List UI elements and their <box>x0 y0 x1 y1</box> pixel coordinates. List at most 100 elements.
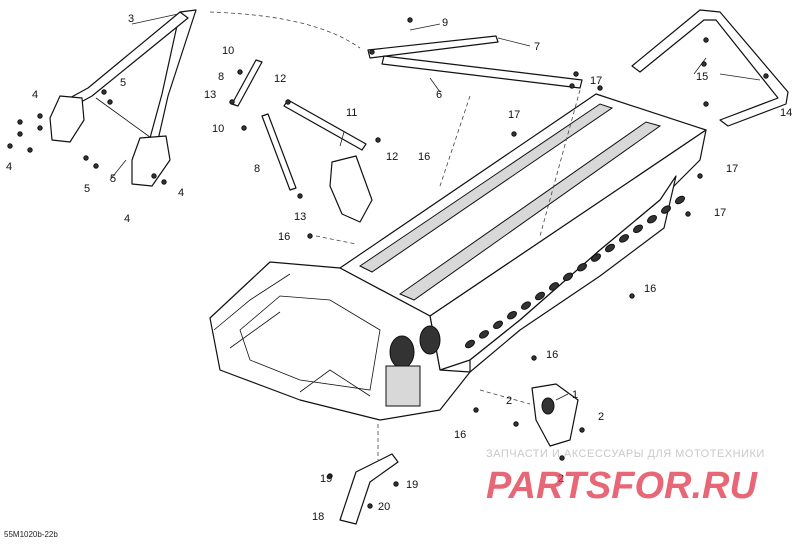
fastener <box>597 85 603 91</box>
leader-5 <box>109 159 127 181</box>
cooler-slot <box>535 291 545 301</box>
grab-handle-loop <box>631 9 789 127</box>
tunnel-lower-flange <box>469 175 677 373</box>
strut-part-6 <box>381 55 583 89</box>
watermark-logo: PARTSFOR.RU <box>486 465 758 506</box>
callout-17-d: 17 <box>714 207 726 219</box>
cooler-slot <box>591 253 601 262</box>
fastener <box>703 101 709 107</box>
fastener <box>511 131 517 137</box>
fastener <box>369 49 375 55</box>
callout-16-d: 16 <box>546 349 558 361</box>
callout-13-b: 13 <box>294 211 306 223</box>
cooler-slot <box>605 243 615 253</box>
callout-7: 7 <box>534 41 540 53</box>
bulkhead-opening-right <box>419 325 441 355</box>
callout-4-c: 4 <box>124 213 130 225</box>
callout-19-b: 19 <box>406 479 418 491</box>
fastener <box>37 113 43 119</box>
fastener <box>161 179 167 185</box>
callout-labels: 3 1 2 2 2 4 4 4 4 5 5 5 6 7 8 8 9 10 10 … <box>6 13 792 523</box>
callout-20: 20 <box>378 501 390 513</box>
callout-5-b: 5 <box>84 183 90 195</box>
right-mount-bracket <box>131 135 171 187</box>
leader-1 <box>555 393 569 401</box>
fastener <box>17 119 23 125</box>
fastener <box>17 131 23 137</box>
fastener <box>93 163 99 169</box>
fastener <box>697 173 703 179</box>
fastener <box>237 69 243 75</box>
leader-lines <box>109 13 761 401</box>
callout-11: 11 <box>346 107 357 119</box>
cooler-slot <box>675 195 685 205</box>
struts <box>231 35 583 191</box>
callout-16-c: 16 <box>644 283 656 295</box>
strut-part-8-lower <box>261 113 297 191</box>
cooler-slot <box>549 282 559 291</box>
fastener <box>367 503 373 509</box>
skid-plate <box>339 453 399 525</box>
fastener <box>629 293 635 299</box>
path-strut-to-tunnel <box>439 95 471 187</box>
bulkhead-opening-left <box>389 335 415 369</box>
callout-16-b: 16 <box>278 231 290 243</box>
center-mount-bracket <box>329 155 373 223</box>
fastener <box>393 481 399 487</box>
cooler-slot <box>479 330 489 339</box>
cooler-slot <box>507 310 517 320</box>
fastener <box>83 155 89 161</box>
callout-8-b: 8 <box>254 163 260 175</box>
fastener <box>229 99 235 105</box>
path-strut-to-mount <box>209 11 361 49</box>
cooler-slot <box>465 339 475 349</box>
rear-grab-handle <box>631 9 789 127</box>
left-mount-bracket <box>49 95 85 143</box>
callout-17-c: 17 <box>726 163 738 175</box>
callout-2-b: 2 <box>598 411 604 423</box>
fastener <box>285 99 291 105</box>
fastener <box>701 61 707 67</box>
leader-6 <box>429 77 441 93</box>
cooler-slot <box>661 205 671 214</box>
fastener <box>297 193 303 199</box>
leader-15 <box>693 57 761 81</box>
fastener <box>685 211 691 217</box>
callout-13-a: 13 <box>204 89 216 101</box>
leader-9 <box>409 23 441 31</box>
callout-17-a: 17 <box>590 75 602 87</box>
callout-10-a: 10 <box>222 45 234 57</box>
fastener <box>579 427 585 433</box>
bulkhead-vent-panel <box>385 365 421 407</box>
callout-10-b: 10 <box>212 123 224 135</box>
fastener <box>703 37 709 43</box>
strut-part-8-upper <box>231 59 263 107</box>
fastener <box>569 83 575 89</box>
cooler-slot <box>577 262 587 272</box>
cooler-slot <box>493 320 503 330</box>
fastener <box>151 173 157 179</box>
chassis-frame <box>209 93 707 421</box>
fastener <box>763 73 769 79</box>
watermark-tagline: ЗАПЧАСТИ И АКСЕССУАРЫ ДЛЯ МОТОТЕХНИКИ <box>486 448 765 460</box>
diagram-reference-code: 55M1020b-22b <box>4 530 58 539</box>
fastener <box>327 473 333 479</box>
assembly-paths <box>209 11 581 460</box>
callout-3: 3 <box>128 13 134 25</box>
strut-part-11 <box>283 99 367 151</box>
path-rear-bracket <box>479 389 531 405</box>
callout-4-d: 4 <box>178 187 184 199</box>
callout-2-a: 2 <box>506 395 512 407</box>
leader-3 <box>131 13 179 25</box>
rear-mount-bracket-part-1 <box>531 383 579 447</box>
bulkhead-inner-panel <box>239 295 381 391</box>
steering-support <box>49 9 197 187</box>
callout-8-a: 8 <box>218 71 224 83</box>
fastener <box>513 421 519 427</box>
cooler-slot <box>619 234 629 243</box>
callout-5-a: 5 <box>120 77 126 89</box>
skid-plate-part-18 <box>339 453 399 525</box>
cooler-slot <box>521 301 531 310</box>
callout-2-c: 2 <box>558 473 564 485</box>
